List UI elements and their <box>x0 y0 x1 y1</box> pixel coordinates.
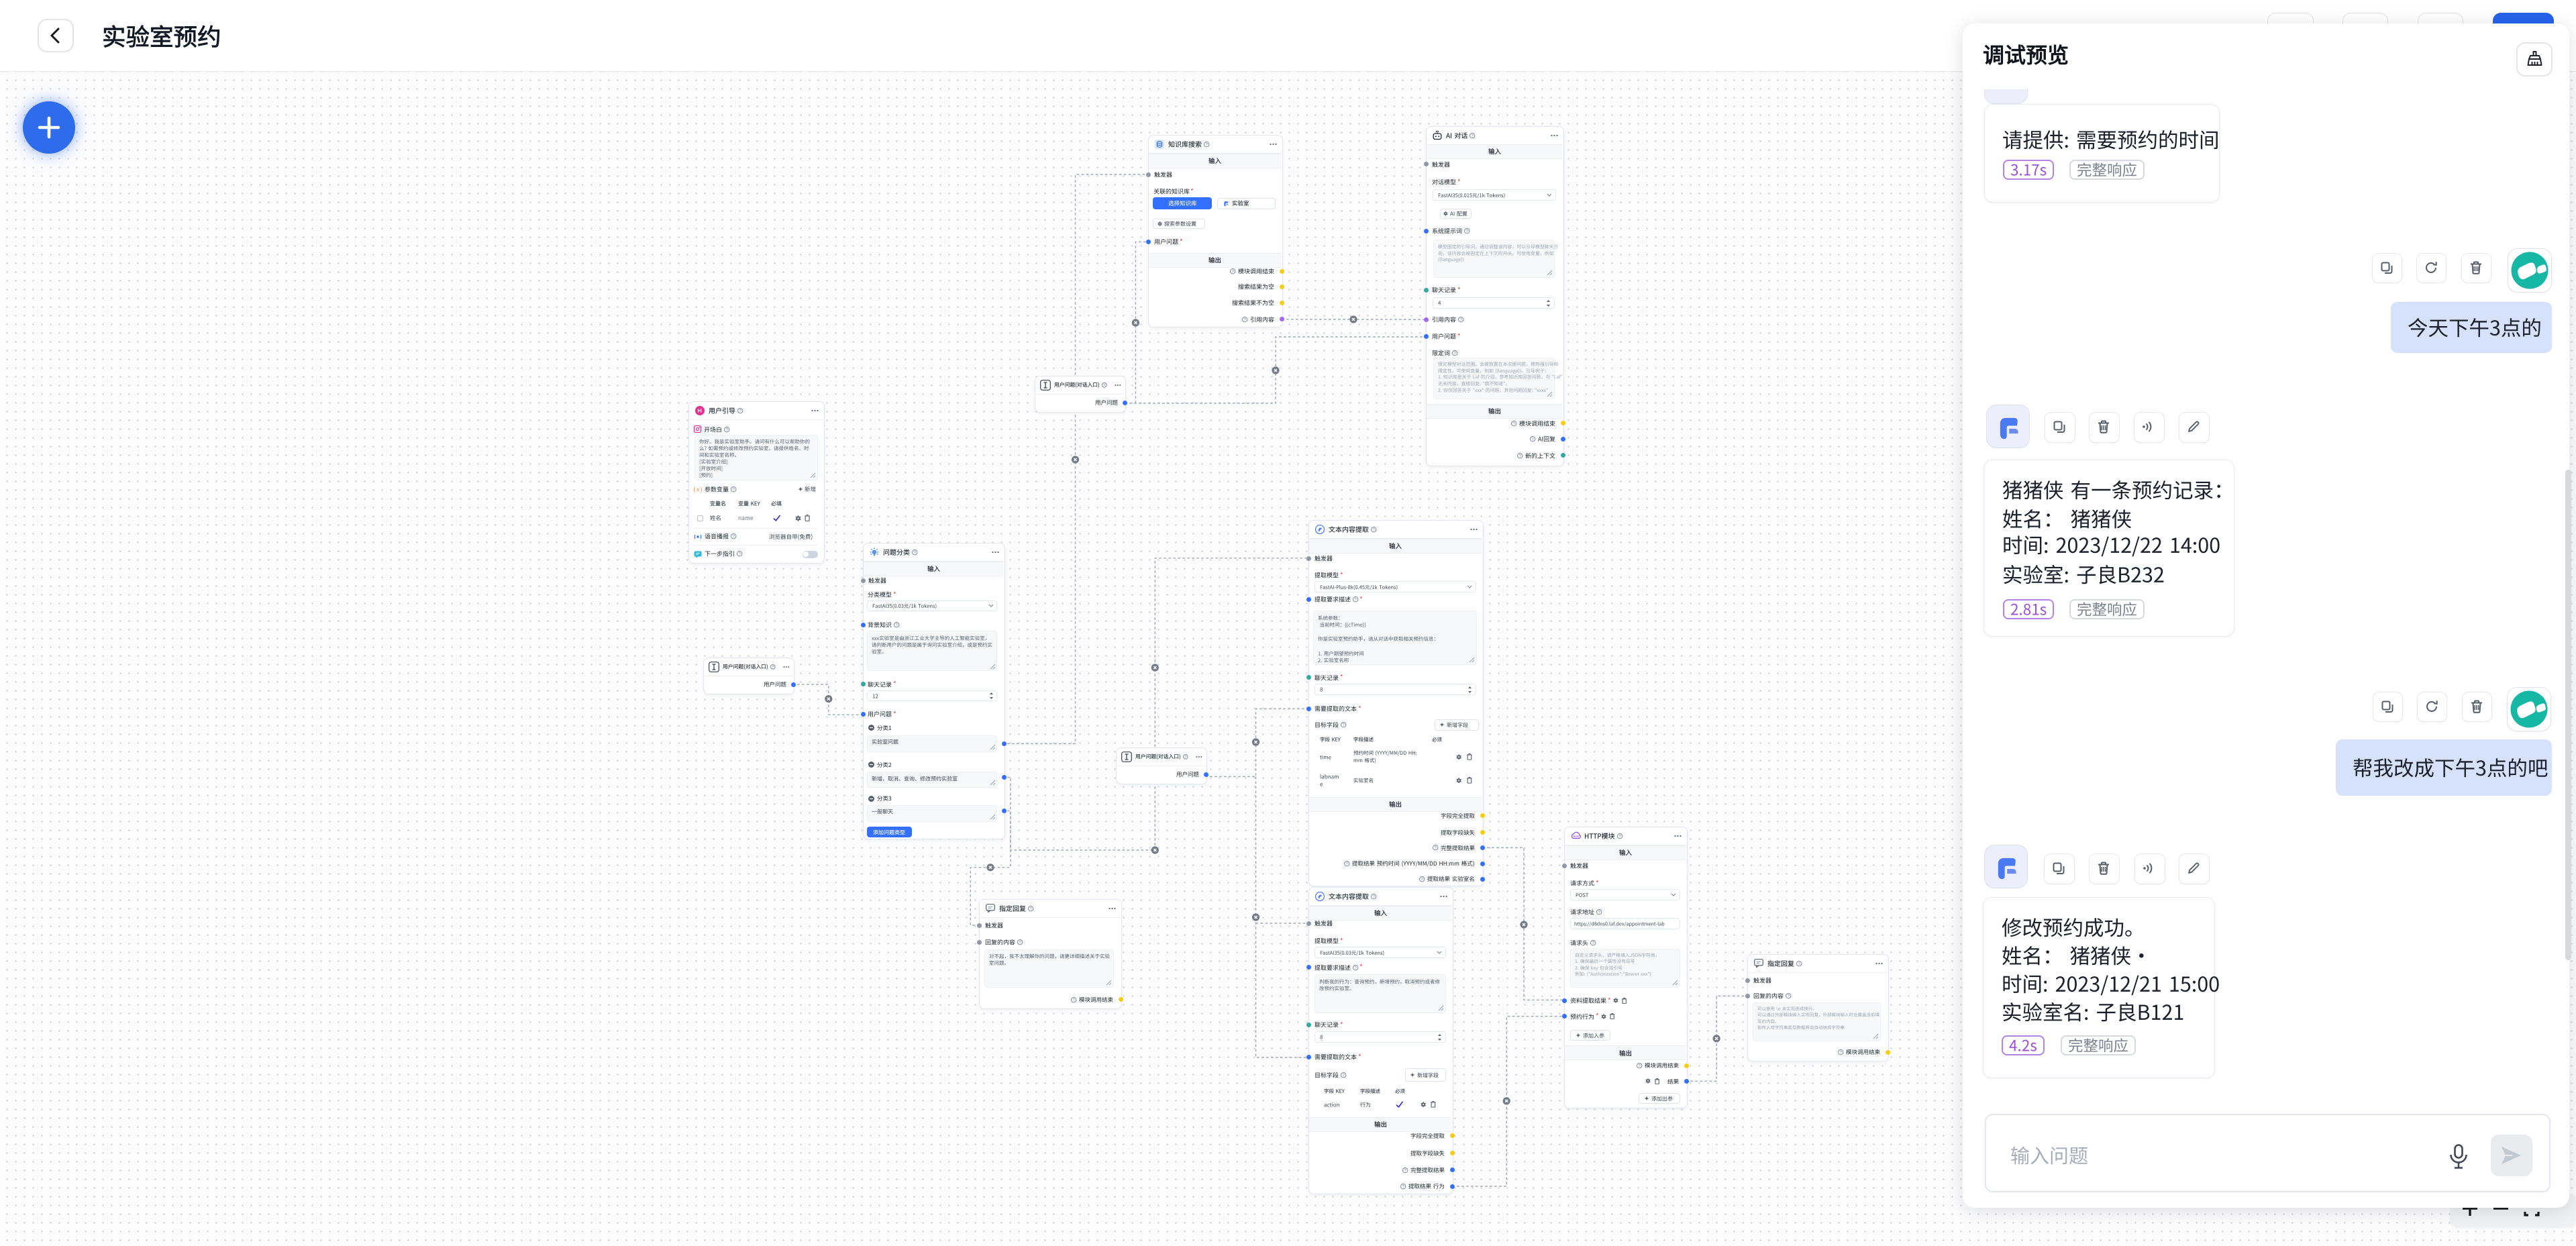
svg-text:?: ? <box>1184 756 1186 760</box>
svg-text:?: ? <box>1343 723 1345 727</box>
svg-text:?: ? <box>1472 134 1474 138</box>
svg-text:?: ? <box>1244 317 1247 322</box>
svg-text:?: ? <box>1030 906 1033 911</box>
svg-text:?: ? <box>1373 894 1376 899</box>
svg-text:Hi: Hi <box>698 409 703 414</box>
svg-text:?: ? <box>1459 317 1462 322</box>
svg-text:?: ? <box>1404 1168 1407 1173</box>
svg-text:?: ? <box>1402 1184 1405 1189</box>
svg-text:?: ? <box>733 535 735 539</box>
svg-text:?: ? <box>1346 862 1349 866</box>
svg-text:?: ? <box>1019 940 1021 945</box>
svg-text:?: ? <box>1421 877 1424 882</box>
svg-text:?: ? <box>1453 351 1456 356</box>
svg-text:?: ? <box>1840 1050 1843 1055</box>
svg-text:?: ? <box>1373 527 1376 532</box>
svg-text:?: ? <box>1354 966 1357 970</box>
svg-text:?: ? <box>1103 384 1105 388</box>
svg-text:?: ? <box>772 666 774 670</box>
svg-text:?: ? <box>726 427 729 432</box>
svg-text:?: ? <box>1531 437 1534 442</box>
svg-text:HTTP: HTTP <box>1574 835 1580 838</box>
svg-text:?: ? <box>895 623 898 627</box>
svg-text:?: ? <box>739 409 742 413</box>
svg-text:?: ? <box>1343 1073 1345 1078</box>
svg-text:?: ? <box>1639 1063 1641 1068</box>
svg-text:?: ? <box>1519 454 1522 458</box>
svg-text:?: ? <box>1787 994 1790 999</box>
svg-text:?: ? <box>1354 597 1357 602</box>
svg-text:?: ? <box>1513 421 1516 426</box>
svg-text:?: ? <box>1206 142 1208 147</box>
svg-text:?: ? <box>1598 910 1600 915</box>
svg-text:?: ? <box>1465 229 1468 234</box>
svg-text:?: ? <box>1435 846 1437 851</box>
svg-text:?: ? <box>1618 834 1621 839</box>
svg-text:(x): (x) <box>694 487 702 492</box>
svg-text:?: ? <box>1073 998 1076 1002</box>
svg-text:?: ? <box>1232 269 1235 274</box>
svg-text:?: ? <box>914 550 917 555</box>
svg-text:?: ? <box>733 487 735 492</box>
svg-text:?: ? <box>1592 941 1594 945</box>
svg-text:?: ? <box>1798 962 1801 966</box>
svg-text:?: ? <box>739 552 741 557</box>
